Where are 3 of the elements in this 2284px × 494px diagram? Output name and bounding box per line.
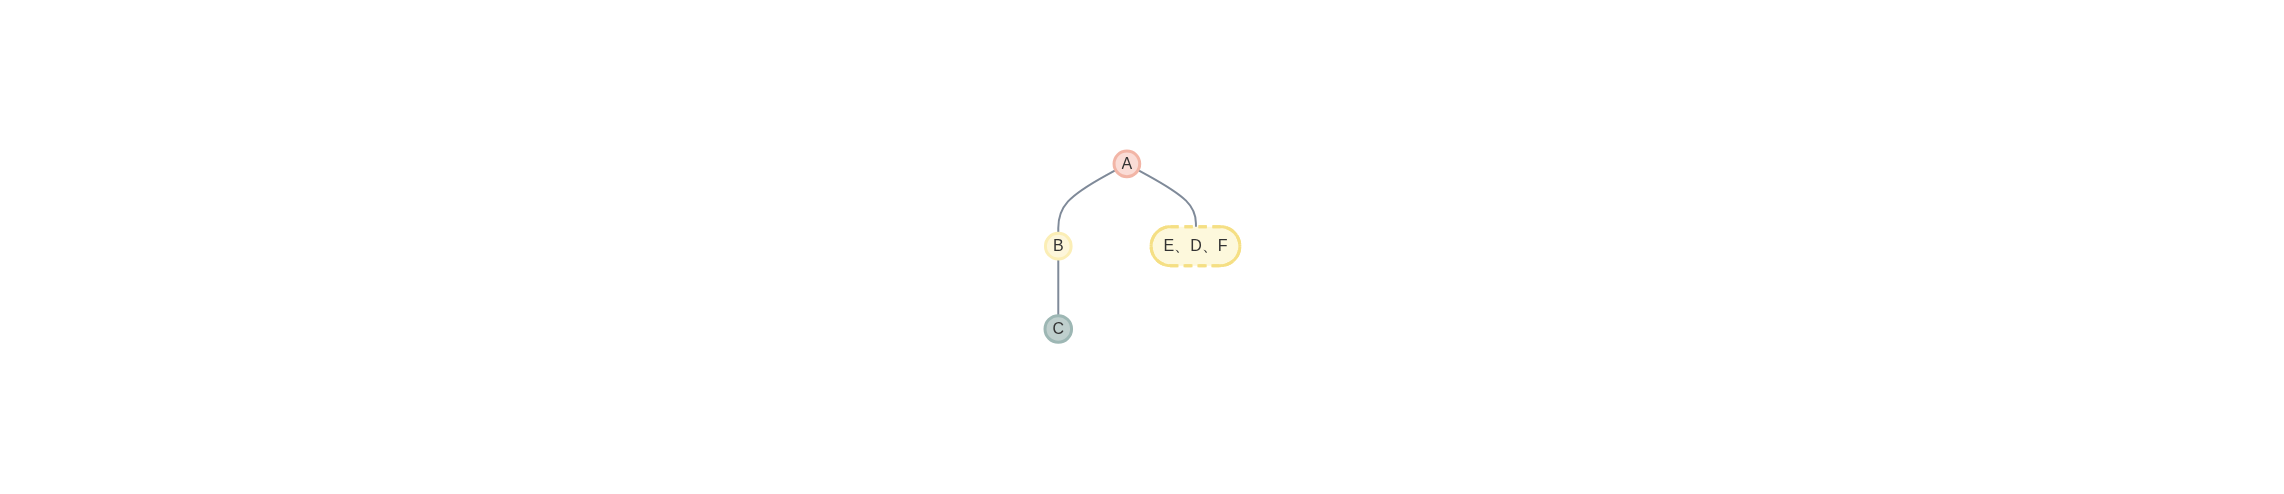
node-circle: B bbox=[1043, 232, 1073, 261]
node-circle: C bbox=[1043, 314, 1073, 345]
node-circle: A bbox=[1112, 149, 1141, 179]
